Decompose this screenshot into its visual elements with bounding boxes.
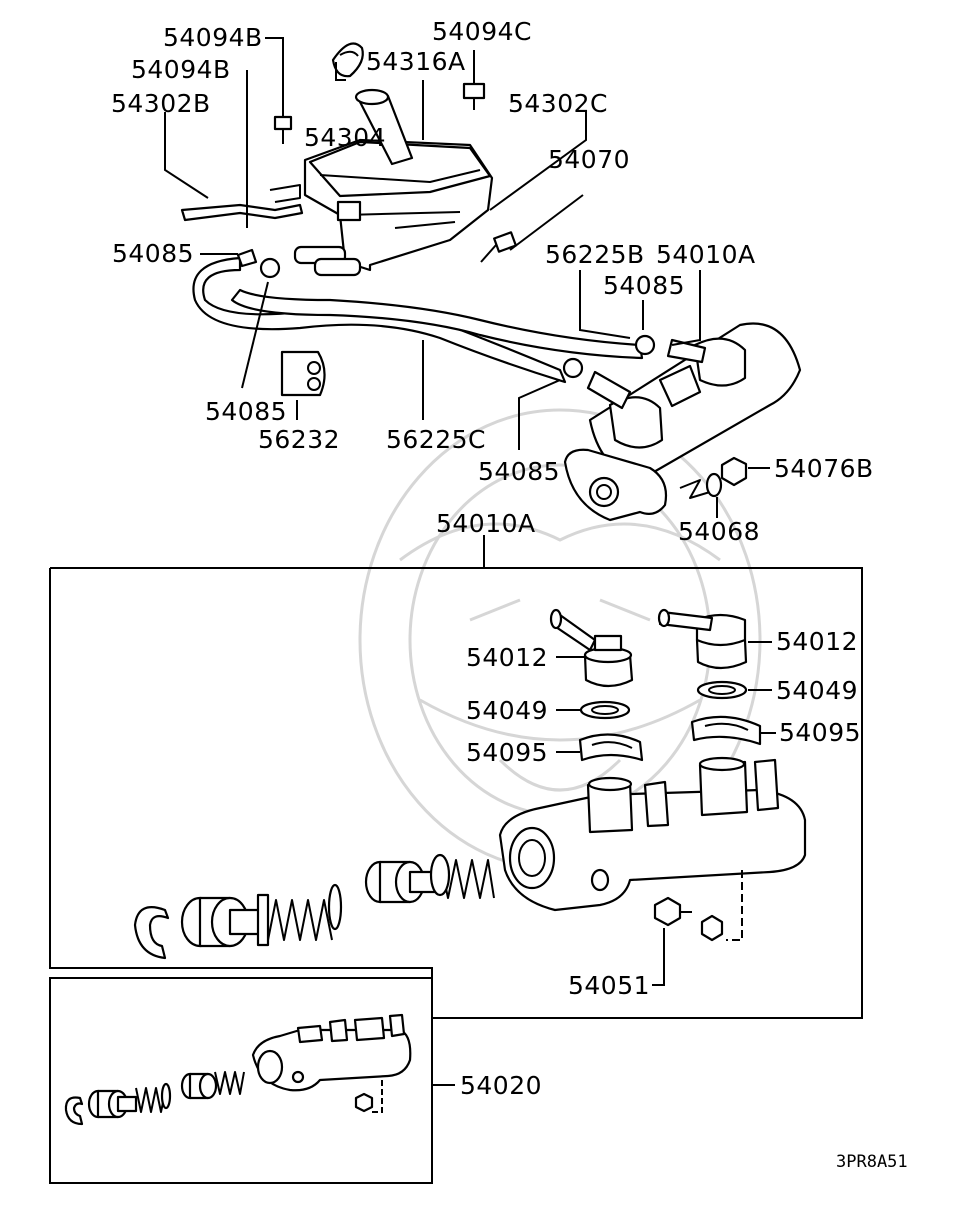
label-54010A-top: 54010A: [656, 240, 756, 269]
label-54051: 54051: [568, 971, 650, 1000]
label-54070: 54070: [548, 145, 630, 174]
sub-assembly-box: 54020: [49, 977, 542, 1184]
diagram-code: 3PR8A51: [836, 1152, 908, 1172]
label-54085-a: 54085: [112, 239, 194, 268]
label-54012-right: 54012: [776, 627, 858, 656]
label-54020: 54020: [460, 1071, 542, 1100]
label-54068: 54068: [678, 517, 760, 546]
seal-54049-left: [579, 700, 631, 720]
master-cylinder-body: [498, 788, 807, 912]
label-54049-right: 54049: [776, 676, 858, 705]
secondary-piston: [364, 853, 495, 904]
bolt-54094C: [462, 82, 486, 110]
label-54094B-lower: 54094B: [131, 55, 231, 84]
clip-54095-left: [578, 733, 644, 762]
bracket-54302B: [180, 203, 304, 222]
label-56225C: 56225C: [386, 425, 486, 454]
nut-body: [700, 914, 724, 942]
label-54012-left: 54012: [466, 643, 548, 672]
label-54095-right: 54095: [779, 718, 861, 747]
nut-54076B: [720, 456, 748, 487]
primary-piston: [180, 883, 343, 948]
label-54049-left: 54049: [466, 696, 548, 725]
bleeder-54051: [653, 896, 692, 927]
clip-54095-right: [690, 715, 762, 746]
snap-ring: [133, 906, 170, 960]
bracket-54302C: [336, 200, 362, 222]
screw-54070: [480, 231, 517, 263]
label-54076B: 54076B: [774, 454, 874, 483]
reservoir-assembly: [180, 42, 802, 522]
label-54085-c: 54085: [205, 397, 287, 426]
label-54094C: 54094C: [432, 17, 532, 46]
label-54304: 54304: [304, 123, 386, 152]
label-56232: 56232: [258, 425, 340, 454]
grommet-54012-right: [657, 608, 748, 670]
bolt-54094B: [273, 115, 293, 144]
label-54095-left: 54095: [466, 738, 548, 767]
grommet-54012-left: [549, 608, 634, 688]
label-54085-b: 54085: [603, 271, 685, 300]
reservoir-lid: [308, 140, 492, 198]
leader-lines-top: [164, 37, 770, 518]
reservoir-cap: [331, 42, 364, 78]
master-cylinder-box: 54010A: [49, 509, 863, 1019]
label-54302B: 54302B: [111, 89, 211, 118]
box-title-54010A: 54010A: [436, 509, 536, 538]
hose-56225C: [192, 256, 567, 384]
hose-56225B: [230, 288, 644, 360]
label-56225B: 56225B: [545, 240, 645, 269]
label-54094B-upper: 54094B: [163, 23, 263, 52]
washer-54068: [705, 472, 723, 498]
seal-54049-right: [696, 680, 748, 700]
label-54316A: 54316A: [366, 47, 466, 76]
label-54085-d: 54085: [478, 457, 560, 486]
label-54302C: 54302C: [508, 89, 608, 118]
